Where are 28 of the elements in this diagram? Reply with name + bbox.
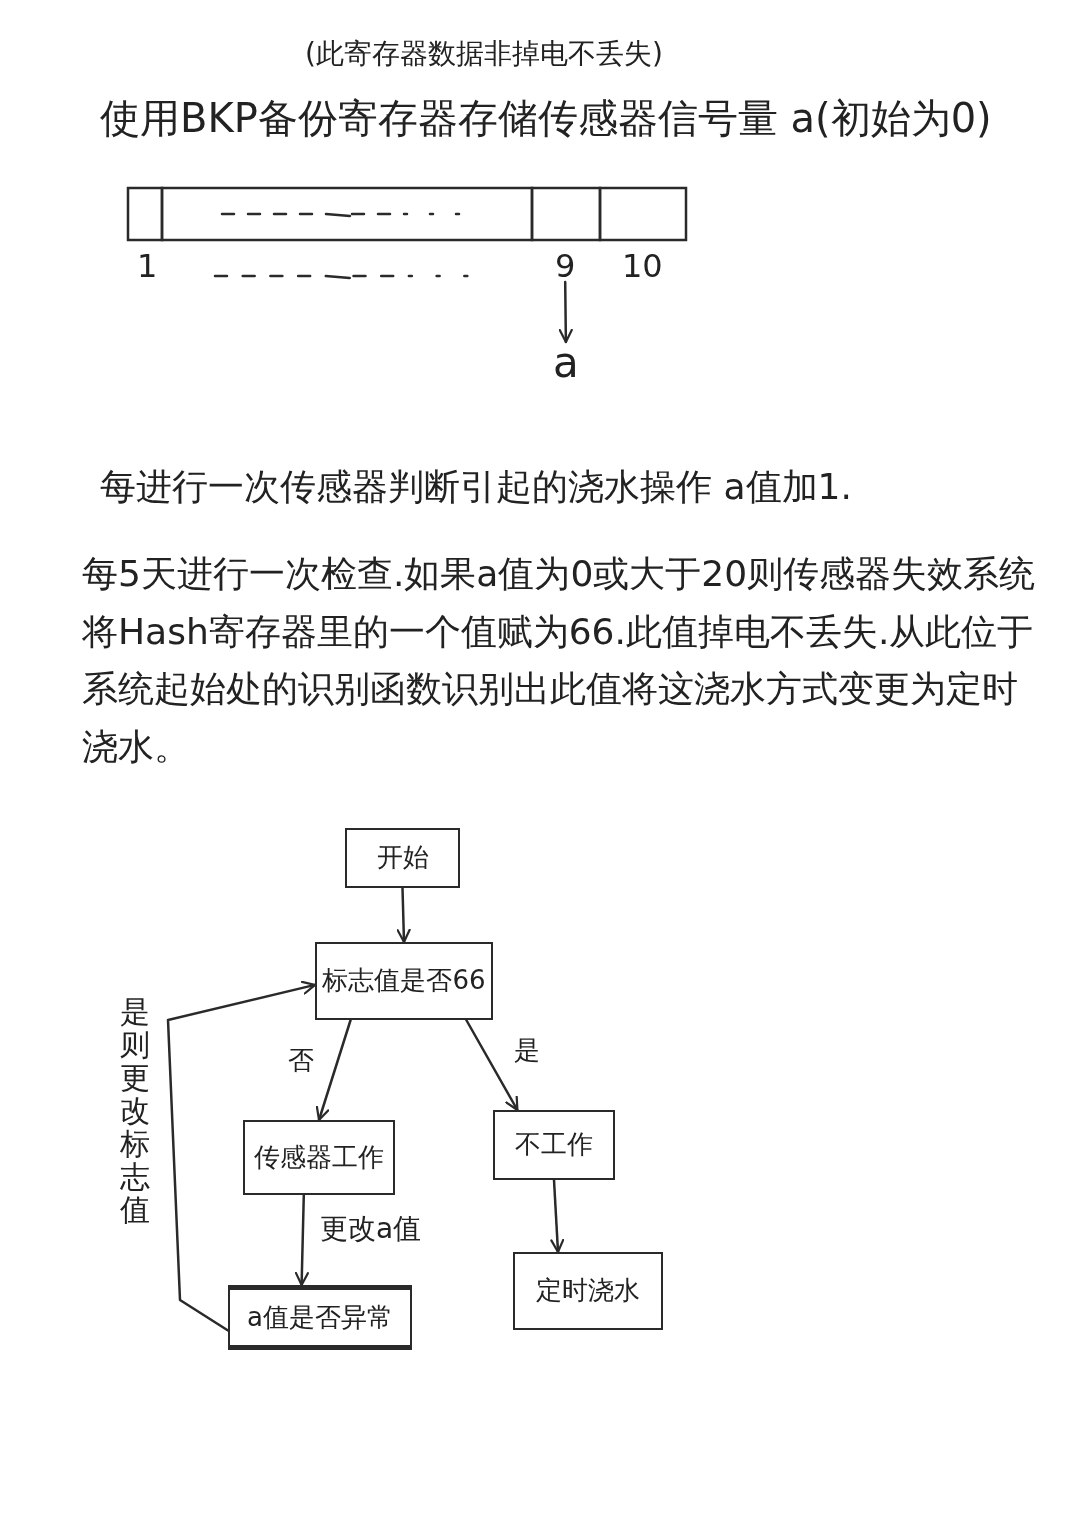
variable-name: a <box>553 342 579 384</box>
step-label: 不工作 <box>514 1129 594 1161</box>
diagram-title: 使用BKP备份寄存器存储传感器信号量 a(初始为0) <box>100 94 992 143</box>
process-box <box>513 1252 663 1330</box>
description-paragraph: 每5天进行一次检查.如果a值为0或大于20则传感器失效系统将Hash寄存器里的一个值赋为66.此值掉电不丢失.从此位于系统起始处的识别函数识别出此值将这浇水方式变更为定时浇水。 <box>82 552 1037 769</box>
step-label: a值是否异常 <box>246 1301 394 1334</box>
step-label: 开始 <box>375 842 430 874</box>
process-box <box>243 1120 395 1195</box>
arrow <box>558 280 573 344</box>
start-box <box>345 828 460 888</box>
decision-box <box>315 942 493 1020</box>
arrow <box>550 1178 565 1254</box>
step-label: 定时浇水 <box>535 1275 641 1307</box>
register-index: 1 <box>137 250 158 282</box>
step-label: 传感器工作 <box>253 1141 385 1174</box>
decision-box <box>228 1285 412 1350</box>
arrow <box>294 1193 309 1287</box>
register-note: (此寄存器数据非掉电不丢失) <box>305 36 663 72</box>
register-index: 9 <box>555 250 576 282</box>
description-text: 每进行一次传感器判断引起的浇水操作 a值加1. <box>100 465 853 509</box>
arrow <box>396 886 411 944</box>
process-box <box>493 1110 615 1180</box>
edge-label: 是则更改标志值 <box>120 995 150 1226</box>
step-label: 标志值是否66 <box>321 965 487 997</box>
arrow <box>315 1018 352 1122</box>
arrow <box>166 980 317 1332</box>
register-index: 10 <box>622 250 663 282</box>
arrow <box>465 1018 519 1112</box>
